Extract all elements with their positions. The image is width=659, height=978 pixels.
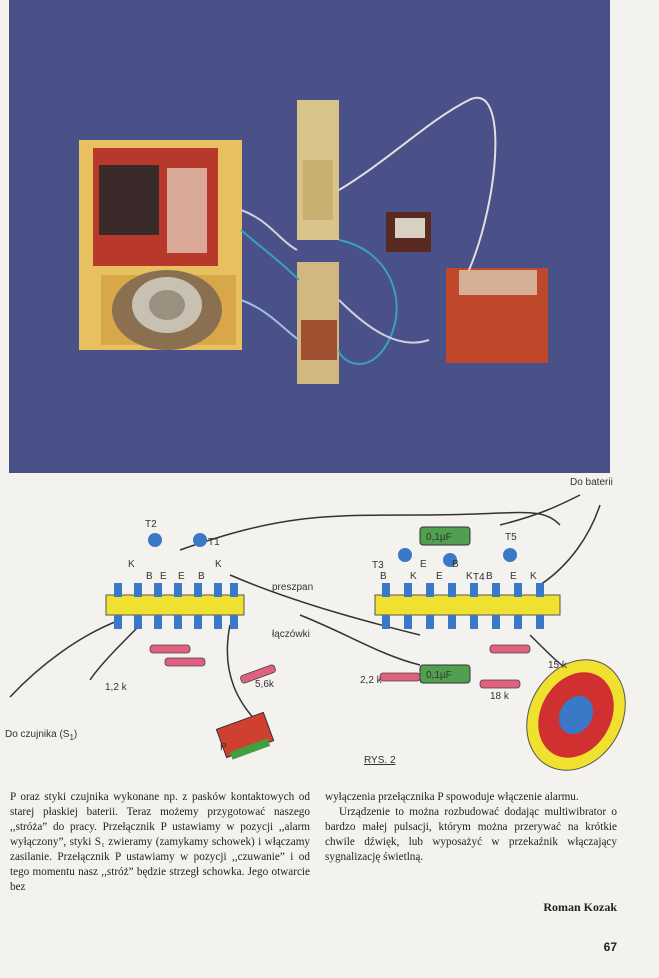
page-number: 67 xyxy=(603,940,617,954)
label-r4: 18 k xyxy=(490,691,510,702)
label-do-baterii: Do baterii xyxy=(570,477,613,488)
author-name: Roman Kozak xyxy=(543,900,617,914)
svg-text:E: E xyxy=(436,571,443,582)
article-column-left: P oraz styki czujnika wykonane np. z pas… xyxy=(10,790,310,895)
label-t5: T5 xyxy=(505,532,517,543)
switch-p xyxy=(215,711,275,760)
pins-left: K B E E B K xyxy=(128,559,222,582)
svg-text:B: B xyxy=(486,571,493,582)
capacitor-top xyxy=(419,526,471,546)
svg-text:B: B xyxy=(380,571,387,582)
pins-right: B K E E B K B E K xyxy=(380,559,537,582)
svg-text:K: K xyxy=(410,571,417,582)
label-t2: T2 xyxy=(145,519,157,530)
capacitor-bottom xyxy=(419,664,471,684)
paragraph: P oraz styki czujnika wykonane np. z pas… xyxy=(10,791,310,893)
board-left xyxy=(105,594,245,616)
svg-text:B: B xyxy=(146,571,153,582)
label-rys: RYS. 2 xyxy=(364,755,396,766)
battery-red xyxy=(93,148,218,266)
label-t1: T1 xyxy=(208,537,220,548)
paragraph: Urządzenie to można rozbudować dodając m… xyxy=(325,806,617,863)
label-r5: 15 k xyxy=(548,660,568,671)
svg-text:K: K xyxy=(215,559,222,570)
circuit-diagram: Do baterii preszpan łączówki Do czujnika… xyxy=(0,475,659,775)
label-c2: 0,1µF xyxy=(426,670,452,681)
label-r2: 5,6k xyxy=(255,679,275,690)
label-laczowki: łączówki xyxy=(272,629,310,640)
svg-text:K: K xyxy=(466,571,473,582)
paragraph: wyłączenia przełącznika P spowoduje włąc… xyxy=(325,791,579,803)
svg-text:E: E xyxy=(160,571,167,582)
svg-text:K: K xyxy=(128,559,135,570)
board-right xyxy=(374,594,561,616)
svg-text:B: B xyxy=(198,571,205,582)
transistors xyxy=(148,533,517,567)
device-photo xyxy=(9,0,610,473)
svg-text:K: K xyxy=(530,571,537,582)
label-preszpan: preszpan xyxy=(272,582,313,593)
board-top xyxy=(297,100,339,240)
label-c1: 0,1µF xyxy=(426,532,452,543)
svg-text:E: E xyxy=(510,571,517,582)
article-column-right: wyłączenia przełącznika P spowoduje włąc… xyxy=(325,790,617,865)
label-r1: 1,2 k xyxy=(105,682,128,693)
speaker xyxy=(526,659,626,771)
label-do-czujnika: Do czujnika (S1) xyxy=(5,729,77,742)
label-t3: T3 xyxy=(372,560,384,571)
label-r3: 2,2 k xyxy=(360,675,383,686)
svg-text:E: E xyxy=(178,571,185,582)
label-p: P xyxy=(220,742,227,753)
board-bottom xyxy=(297,262,339,384)
label-t4: T4 xyxy=(473,572,485,583)
svg-text:B: B xyxy=(452,559,459,570)
svg-text:E: E xyxy=(420,559,427,570)
battery-small xyxy=(446,268,548,363)
